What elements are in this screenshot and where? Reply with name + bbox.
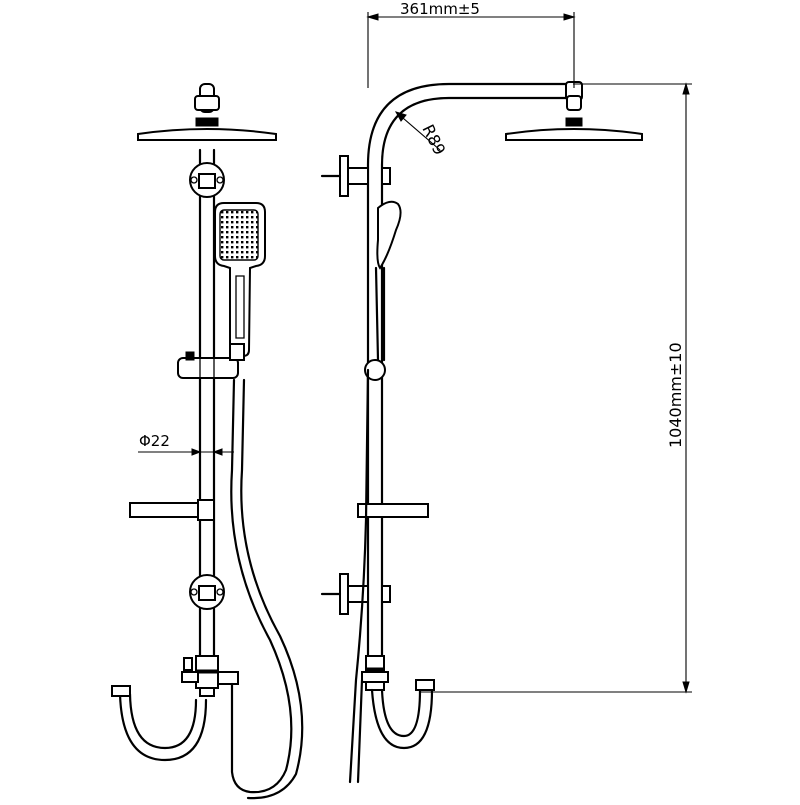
side-riser-pipe	[366, 82, 575, 668]
height-label: 1040mm±10	[666, 342, 685, 448]
side-lower-wall-bracket	[320, 573, 391, 615]
front-diverter-valve	[181, 655, 239, 697]
side-hand-shower-hose	[348, 368, 370, 784]
side-connection-hose	[370, 679, 435, 750]
width-label: 361mm±5	[400, 0, 480, 18]
front-lower-wall-bracket	[189, 574, 225, 610]
front-soap-tray	[129, 499, 215, 521]
side-upper-wall-bracket	[320, 155, 391, 197]
diameter-label: Φ22	[139, 432, 170, 450]
front-hand-shower-face	[219, 209, 259, 261]
radius-label: R89	[418, 121, 449, 158]
side-rain-shower-head	[505, 95, 643, 141]
front-upper-wall-bracket	[189, 162, 225, 198]
front-connection-hose	[111, 685, 208, 762]
height-dimension: 1040mm±10	[420, 82, 692, 694]
radius-dimension: R89	[394, 111, 449, 158]
front-rain-shower-head	[137, 128, 277, 141]
front-view: Φ22	[111, 83, 304, 800]
front-hand-shower-hose	[230, 378, 304, 800]
front-diameter-dimension: Φ22	[138, 432, 234, 456]
front-top-connector	[194, 83, 220, 127]
side-soap-tray	[357, 503, 429, 518]
front-slide-holder	[177, 343, 245, 379]
front-hand-shower	[214, 202, 266, 357]
width-dimension: 361mm±5	[366, 0, 576, 88]
side-hand-shower	[364, 200, 402, 381]
side-view: R89 361mm±5 1040mm±10	[320, 0, 692, 784]
side-diverter-valve	[361, 655, 389, 691]
